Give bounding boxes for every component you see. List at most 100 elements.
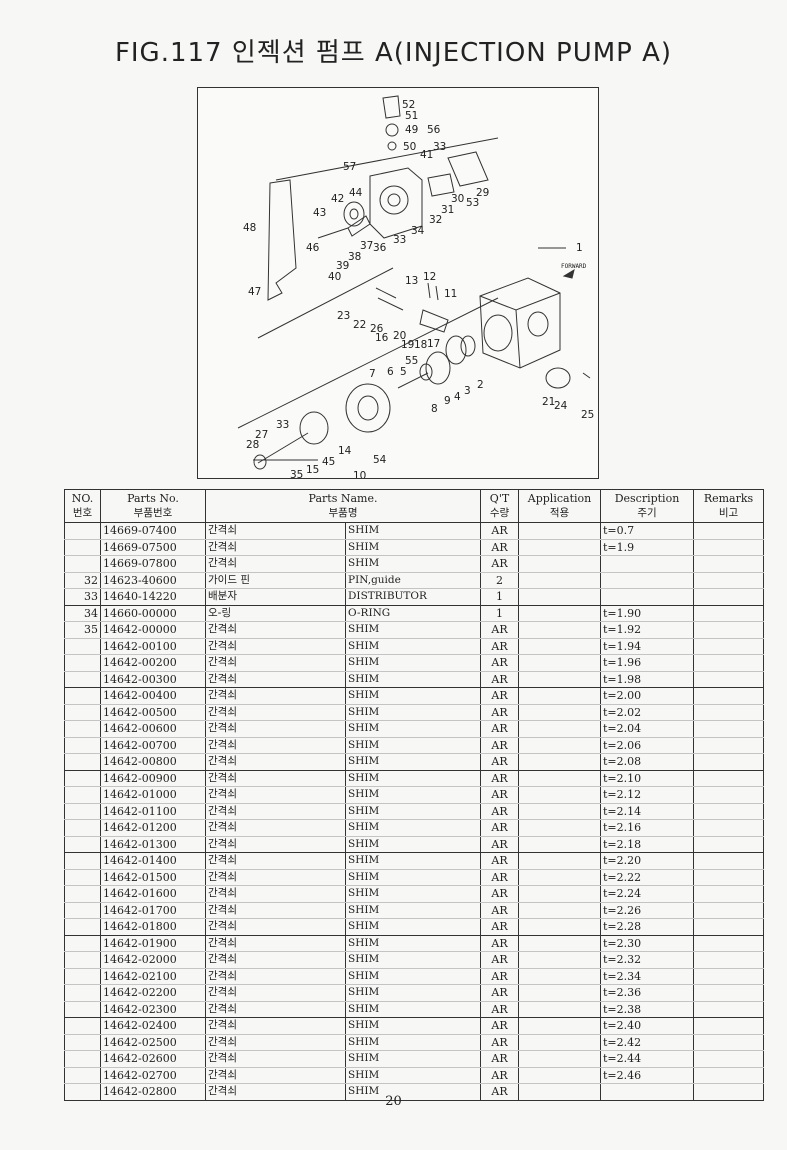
row-description: t=0.7 [600,522,694,540]
row-application [518,753,601,771]
row-name-ko: 간격쇠 [205,671,346,688]
row-remarks [693,588,764,606]
callout-16: 16 [375,332,389,344]
row-no: 32 [64,572,101,589]
row-no [64,968,101,985]
row-name-ko: 간격쇠 [205,753,346,771]
row-remarks [693,935,764,952]
row-application [518,1050,601,1068]
callout-9: 9 [444,395,451,407]
row-no [64,704,101,721]
row-qty: AR [480,803,519,820]
row-name-ko: 간격쇠 [205,1034,346,1051]
row-qty: AR [480,539,519,556]
row-name-ko: 간격쇠 [205,737,346,754]
row-name-en: SHIM [345,1001,481,1018]
row-application [518,819,601,837]
row-name-ko: 간격쇠 [205,555,346,573]
callout-54: 54 [373,454,387,466]
row-name-ko: 간격쇠 [205,687,346,705]
row-description: t=2.08 [600,753,694,771]
callout-39: 39 [336,260,349,272]
row-description: t=2.22 [600,869,694,886]
row-qty: AR [480,1034,519,1051]
header-part-name: Parts Name.부품명 [205,489,481,523]
row-no [64,951,101,969]
row-name-ko: 간격쇠 [205,1001,346,1018]
row-qty: AR [480,638,519,655]
row-description: t=2.32 [600,951,694,969]
row-qty: AR [480,720,519,738]
callout-17: 17 [427,338,440,350]
row-name-en: SHIM [345,687,481,705]
row-name-en: PIN,guide [345,572,481,589]
row-part-no: 14642-00000 [100,621,206,639]
row-remarks [693,720,764,738]
row-name-en: SHIM [345,951,481,969]
row-name-en: SHIM [345,654,481,672]
row-description: t=2.26 [600,902,694,919]
row-remarks [693,803,764,820]
row-remarks [693,902,764,919]
row-part-no: 14642-00200 [100,654,206,672]
row-name-ko: 간격쇠 [205,902,346,919]
callout-32: 32 [429,214,442,226]
row-description: t=2.34 [600,968,694,985]
row-part-no: 14669-07500 [100,539,206,556]
row-remarks [693,1050,764,1068]
row-application [518,1034,601,1051]
row-part-no: 14642-01100 [100,803,206,820]
row-name-ko: 간격쇠 [205,786,346,804]
row-name-en: SHIM [345,984,481,1002]
callout-31: 31 [441,204,454,216]
row-part-no: 14642-01900 [100,935,206,952]
row-application [518,935,601,952]
row-remarks [693,1083,764,1101]
callout-6: 6 [387,366,394,378]
row-no [64,1050,101,1068]
row-qty: AR [480,687,519,705]
callout-25: 25 [581,409,594,421]
row-name-en: SHIM [345,902,481,919]
row-remarks [693,572,764,589]
row-no [64,1034,101,1051]
row-part-no: 14642-02100 [100,968,206,985]
row-part-no: 14642-01700 [100,902,206,919]
page-number: 20 [385,1094,402,1109]
row-no [64,555,101,573]
row-remarks [693,1067,764,1084]
row-name-en: O-RING [345,605,481,622]
row-name-en: SHIM [345,671,481,688]
row-application [518,902,601,919]
row-description: t=2.10 [600,770,694,787]
row-name-ko: 간격쇠 [205,1067,346,1084]
row-name-ko: 가이드 핀 [205,572,346,589]
row-remarks [693,819,764,837]
row-remarks [693,786,764,804]
row-name-ko: 간격쇠 [205,704,346,721]
row-application [518,572,601,589]
row-application [518,836,601,853]
row-no: 33 [64,588,101,606]
row-name-en: SHIM [345,555,481,573]
row-qty: AR [480,885,519,903]
row-qty: AR [480,984,519,1002]
row-name-ko: 간격쇠 [205,522,346,540]
row-remarks [693,852,764,870]
callout-49: 49 [405,124,418,136]
row-application [518,951,601,969]
callout-27: 27 [255,429,268,441]
